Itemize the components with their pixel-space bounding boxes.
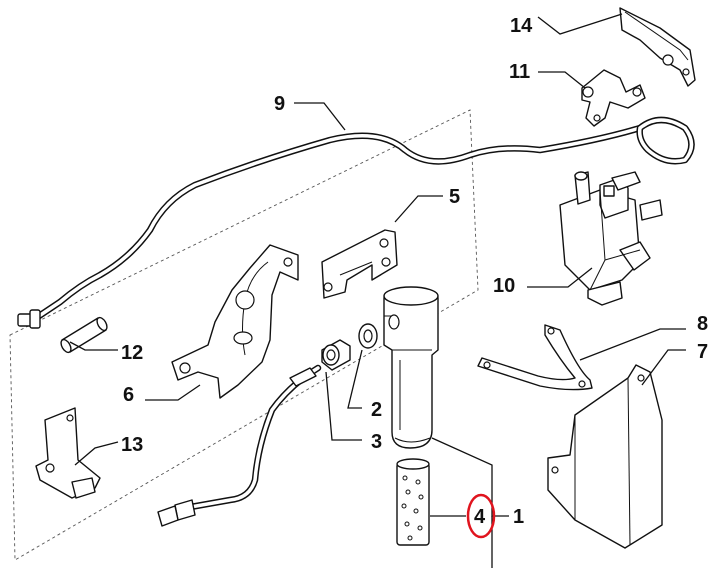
callout-13[interactable]: 13 [121, 434, 143, 456]
callout-7[interactable]: 7 [697, 341, 708, 363]
callout-5[interactable]: 5 [449, 186, 460, 208]
assembly-outline [9, 109, 479, 561]
callout-1[interactable]: 1 [513, 506, 524, 528]
callout-3[interactable]: 3 [371, 431, 382, 453]
part-8-strap-clamp[interactable] [477, 324, 593, 391]
callout-10[interactable]: 10 [493, 275, 515, 297]
leader-lines [69, 13, 686, 568]
callout-6[interactable]: 6 [123, 384, 134, 406]
part-4-filter-element[interactable] [396, 458, 430, 546]
callout-labels: 1 2 3 4 5 6 7 8 9 10 11 12 13 14 [121, 15, 708, 528]
callout-2[interactable]: 2 [371, 399, 382, 421]
part-6-large-bracket[interactable] [171, 244, 299, 399]
part-1-filter-housing[interactable] [383, 286, 439, 449]
part-12-sleeve[interactable] [59, 316, 109, 354]
callout-8[interactable]: 8 [697, 313, 708, 335]
part-10-valve-block[interactable] [559, 171, 663, 306]
callout-12[interactable]: 12 [121, 342, 143, 364]
part-11-clip[interactable] [581, 69, 646, 127]
flexible-hose[interactable] [157, 364, 322, 527]
part-14-bracket[interactable] [619, 7, 696, 87]
callout-11[interactable]: 11 [509, 61, 530, 83]
callout-14[interactable]: 14 [510, 15, 533, 37]
part-5-bracket[interactable] [321, 229, 398, 299]
part-2-o-ring[interactable] [358, 323, 378, 349]
highlight-ring [466, 493, 496, 539]
part-9-rigid-pipe[interactable] [17, 116, 695, 329]
callout-9[interactable]: 9 [274, 93, 285, 115]
part-3-fitting[interactable] [321, 339, 351, 371]
callout-4[interactable]: 4 [474, 506, 486, 528]
part-7-cover[interactable] [547, 364, 663, 549]
part-13-mounting-bracket[interactable] [35, 407, 101, 499]
